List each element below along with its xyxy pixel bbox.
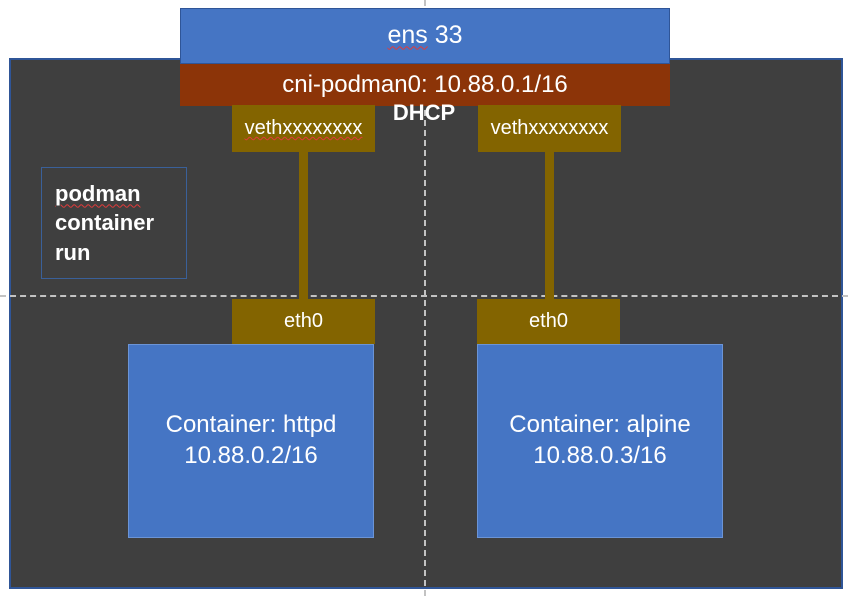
container-ip-alpine: 10.88.0.3/16: [533, 442, 667, 469]
veth-box-left: vethxxxxxxxx: [232, 105, 375, 152]
bridge-box-cni-podman0: cni-podman0: 10.88.0.1/16: [180, 64, 670, 106]
nic-box-ens33: ens 33: [180, 8, 670, 64]
veth-label-left: vethxxxxxxxx: [244, 117, 363, 139]
container-box-alpine: Container: alpine 10.88.0.3/16: [477, 344, 723, 538]
eth0-box-left: eth0: [232, 299, 375, 344]
horizontal-guide-line: [0, 295, 848, 297]
note-line-run: run: [55, 239, 91, 265]
eth0-box-right: eth0: [477, 299, 620, 344]
eth0-label-right: eth0: [529, 310, 568, 332]
nic-label-prefix: ens: [387, 21, 428, 50]
nic-label-suffix: 33: [427, 21, 463, 50]
bridge-label: cni-podman0: 10.88.0.1/16: [282, 71, 568, 98]
veth-box-right: vethxxxxxxxx: [478, 105, 621, 152]
vertical-guide-line: [424, 0, 426, 596]
container-name-httpd: Container: httpd: [165, 411, 337, 439]
eth0-label-left: eth0: [284, 310, 323, 332]
container-box-httpd: Container: httpd 10.88.0.2/16: [128, 344, 374, 538]
note-box-podman-command: podman container run: [41, 167, 187, 279]
note-line-podman: podman: [55, 181, 141, 207]
veth-cable-left: [299, 150, 308, 302]
dhcp-label: DHCP: [392, 100, 456, 125]
container-ip-httpd: 10.88.0.2/16: [184, 442, 318, 469]
container-name-alpine: Container: alpine: [509, 411, 691, 439]
veth-cable-right: [545, 150, 554, 302]
note-line-container: container: [55, 210, 155, 236]
veth-label-right: vethxxxxxxxx: [490, 117, 609, 139]
